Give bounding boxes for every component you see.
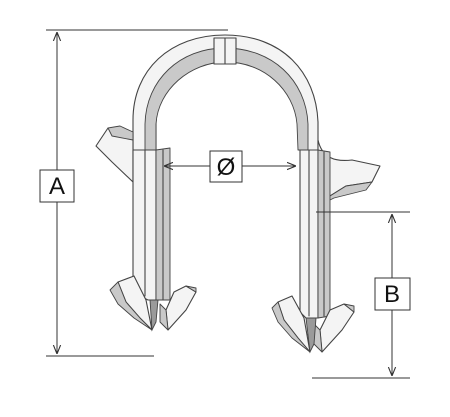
dimension-a: A	[39, 29, 228, 357]
dimension-diameter-label: Ø	[217, 154, 236, 181]
dimension-a-box	[39, 169, 75, 203]
left-foot-barbs	[109, 275, 197, 332]
right-foot-barbs	[271, 295, 355, 354]
dimension-diameter: Ø	[164, 150, 296, 183]
dimension-b-label: B	[384, 281, 400, 308]
left-wing-top	[107, 125, 134, 141]
dimension-b: B	[312, 211, 411, 379]
dimension-a-label: A	[49, 173, 65, 200]
dimension-diameter-box	[209, 150, 243, 183]
clip-body	[95, 34, 381, 354]
dimension-b-box	[374, 277, 411, 311]
